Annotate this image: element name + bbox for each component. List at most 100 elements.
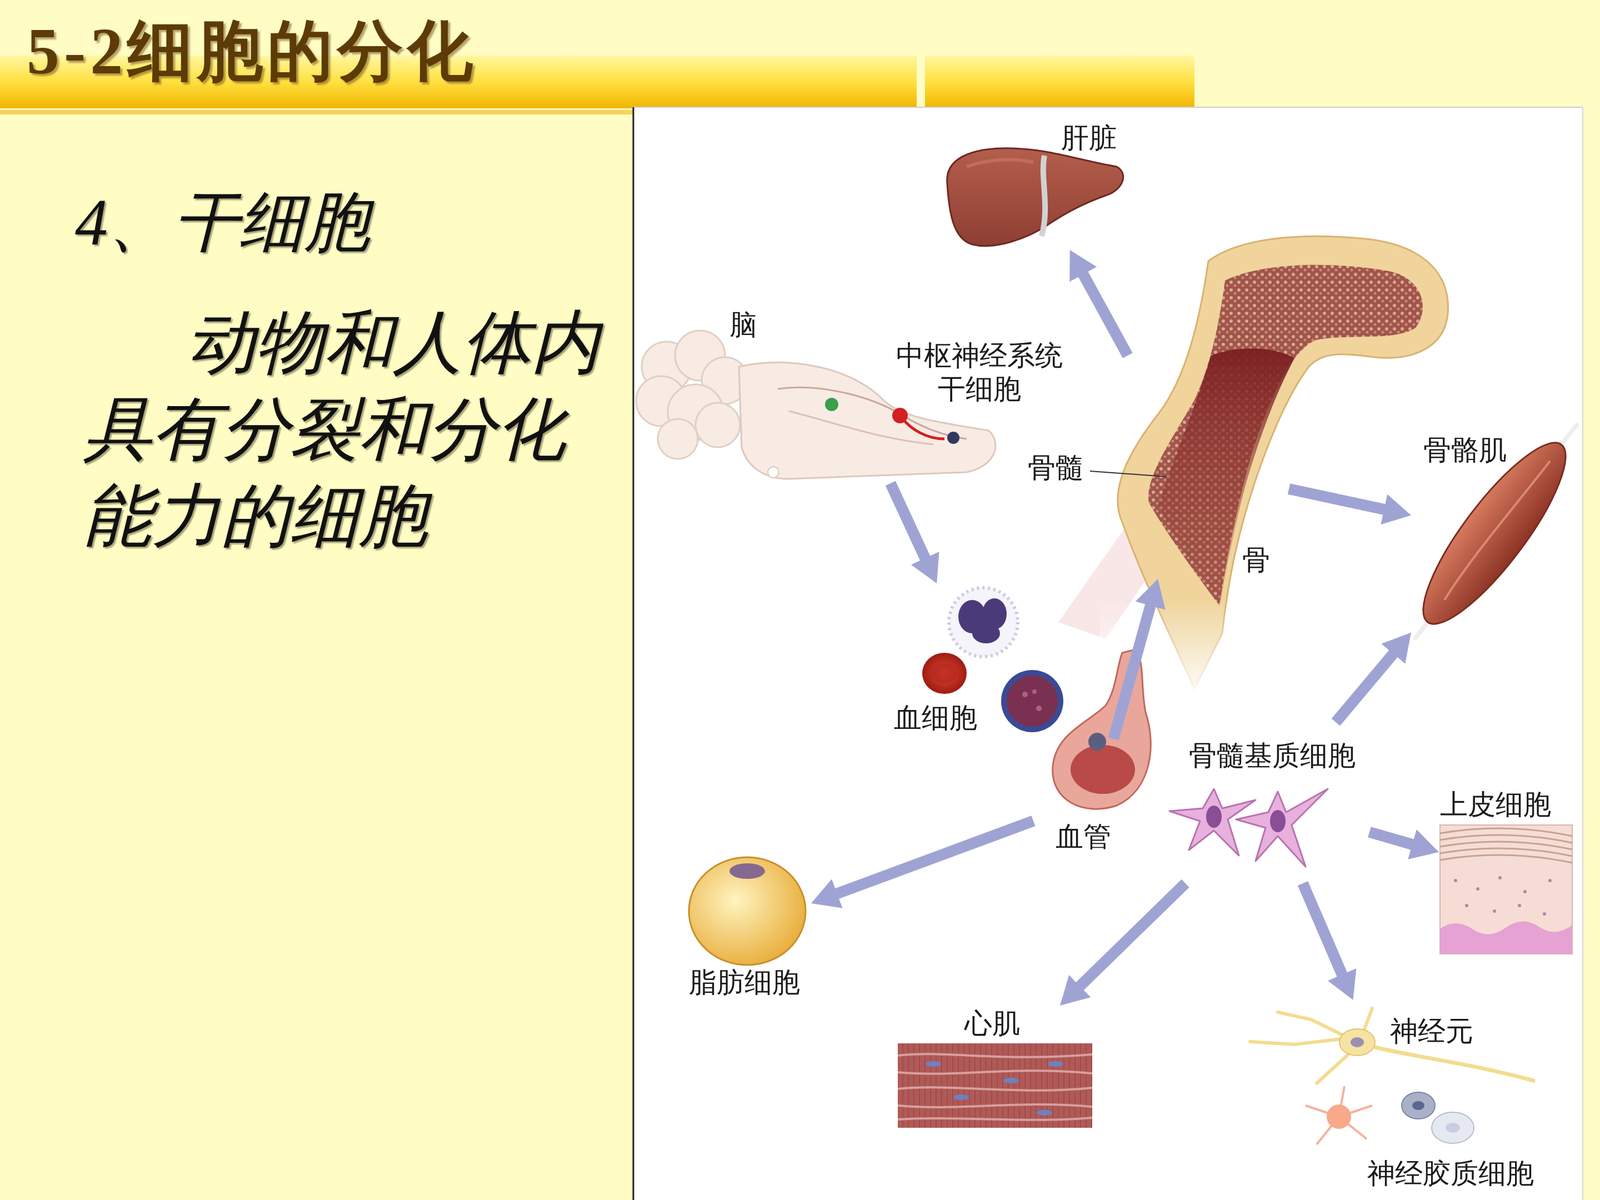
blood-cell-picture: [972, 623, 1000, 644]
figure-panel: [632, 107, 1583, 1200]
brain-picture: [695, 402, 740, 448]
blood-vessel-picture: [1070, 745, 1135, 794]
brain-picture: [892, 407, 908, 424]
cardiac-muscle-picture: [1003, 1077, 1019, 1084]
neuron-picture: [1445, 1122, 1460, 1133]
neuron-picture: [1375, 1047, 1534, 1081]
cardiac-muscle-picture: [897, 1043, 1093, 1128]
differentiation-arrow: [1302, 883, 1345, 980]
picture-node: 上皮细胞: [1438, 786, 1578, 959]
differentiation-arrow: [1335, 649, 1397, 723]
neuron-picture: [1339, 1028, 1375, 1056]
differentiation-arrow: [1288, 488, 1390, 511]
cardiac-muscle-picture: [953, 1094, 969, 1100]
picture-node: 骨髓骨: [1088, 355, 1289, 579]
node-label: 心肌: [964, 1006, 1020, 1040]
cardiac-muscle-picture: [925, 1061, 942, 1067]
neuron-picture: [1250, 1008, 1534, 1145]
epithelium-picture: [1440, 825, 1573, 954]
node-label: 骨骼肌: [1423, 433, 1507, 467]
neuron-picture: [1412, 1101, 1425, 1110]
node-label: 上皮细胞: [1440, 787, 1552, 822]
skeletal-muscle-picture: [1444, 461, 1550, 600]
node-label: 骨: [1242, 543, 1270, 577]
cardiac-muscle-picture: [897, 1070, 1093, 1074]
brain-picture: [825, 397, 839, 412]
blood-cell-picture: [948, 587, 1018, 657]
node-label: 血细胞: [893, 701, 978, 735]
bone-picture: [1090, 471, 1167, 477]
blood-cell-picture: [922, 652, 967, 694]
epithelium-picture: [1517, 903, 1522, 908]
stroma-cell-picture: [1270, 810, 1286, 833]
node-label: 血管: [1055, 820, 1112, 854]
differentiation-arrow: [1369, 832, 1418, 847]
node-label: 骨髓基质细胞: [1188, 738, 1356, 773]
picture-node: 骨骼肌: [1411, 427, 1578, 639]
skeletal-muscle-picture: [1403, 425, 1587, 641]
liver-picture: [947, 148, 1124, 247]
differentiation-arrow: [1076, 883, 1186, 990]
stroma-cell-picture: [1169, 788, 1256, 856]
picture-node: 神经元神经胶质细胞: [1227, 1000, 1562, 1193]
neuron-picture: [1363, 1008, 1373, 1031]
picture-node: 脑中枢神经系统干细胞: [633, 308, 1067, 484]
stroma-cell-picture: [1169, 788, 1328, 867]
section-heading: 4、干细胞: [75, 183, 370, 263]
epithelium-picture: [1498, 876, 1502, 880]
definition-text: 动物和人体内具有分裂和分化能力的细胞: [83, 300, 625, 560]
liver-picture: [947, 148, 1124, 247]
picture-node: 骨髓基质细胞: [1166, 722, 1370, 884]
epithelium-picture: [1548, 878, 1552, 883]
cardiac-muscle-picture: [897, 1087, 1093, 1091]
epithelium-picture: [1440, 921, 1573, 954]
blood-vessel-picture: [1088, 732, 1107, 751]
blood-cell-picture: [1022, 691, 1028, 698]
liver-picture: [966, 159, 1034, 167]
neuron-picture: [1326, 1104, 1352, 1129]
neuron-picture: [1250, 1038, 1342, 1045]
picture-node: 脂肪细胞: [683, 852, 812, 1002]
bone-picture: [1158, 348, 1295, 600]
epithelium-picture: [1523, 890, 1527, 894]
neuron-picture: [1431, 1112, 1474, 1144]
figure-panel: [1582, 107, 1584, 1200]
blood-cell-picture: [1001, 670, 1064, 733]
node-label: 脂肪细胞: [688, 965, 800, 999]
epithelium-picture: [1542, 912, 1547, 916]
differentiation-arrow: [1080, 269, 1128, 356]
picture-node: 心肌: [894, 1005, 1095, 1134]
cardiac-muscle-picture: [897, 1043, 1093, 1128]
cardiac-muscle-picture: [897, 1117, 1093, 1120]
picture-node: 血细胞: [888, 583, 1056, 737]
epithelium-picture: [1440, 855, 1573, 863]
epithelium-picture: [1440, 825, 1573, 954]
skeletal-muscle-picture: [1403, 426, 1587, 641]
node-label: 骨髓: [1027, 451, 1084, 485]
stroma-cell-picture: [1236, 788, 1328, 867]
cardiac-muscle-picture: [1036, 1110, 1053, 1116]
epithelium-picture: [1465, 903, 1469, 908]
neuron-picture: [1316, 1052, 1350, 1084]
epithelium-picture: [1476, 887, 1480, 891]
node-label: 脑: [729, 308, 758, 342]
blood-cell-picture: [1006, 675, 1058, 727]
cardiac-muscle-picture: [897, 1104, 1093, 1108]
brain-picture: [947, 431, 960, 444]
skeletal-muscle-picture: [1415, 622, 1428, 638]
differentiation-arrow: [832, 821, 1034, 896]
figure-panel: [632, 106, 1583, 108]
stroma-cell-picture: [1206, 805, 1222, 828]
node-label: 肝脏: [1061, 121, 1117, 155]
neuron-picture: [1401, 1092, 1435, 1119]
brain-picture: [767, 466, 779, 478]
cardiac-muscle-picture: [1047, 1061, 1064, 1067]
cardiac-muscle-picture: [897, 1043, 1093, 1128]
picture-node: 血管: [1033, 738, 1162, 856]
blood-cell-picture: [932, 663, 957, 684]
figure-panel: [632, 107, 635, 1200]
cardiac-muscle-picture: [897, 1053, 1093, 1058]
node-label: 神经胶质细胞: [1367, 1156, 1534, 1190]
